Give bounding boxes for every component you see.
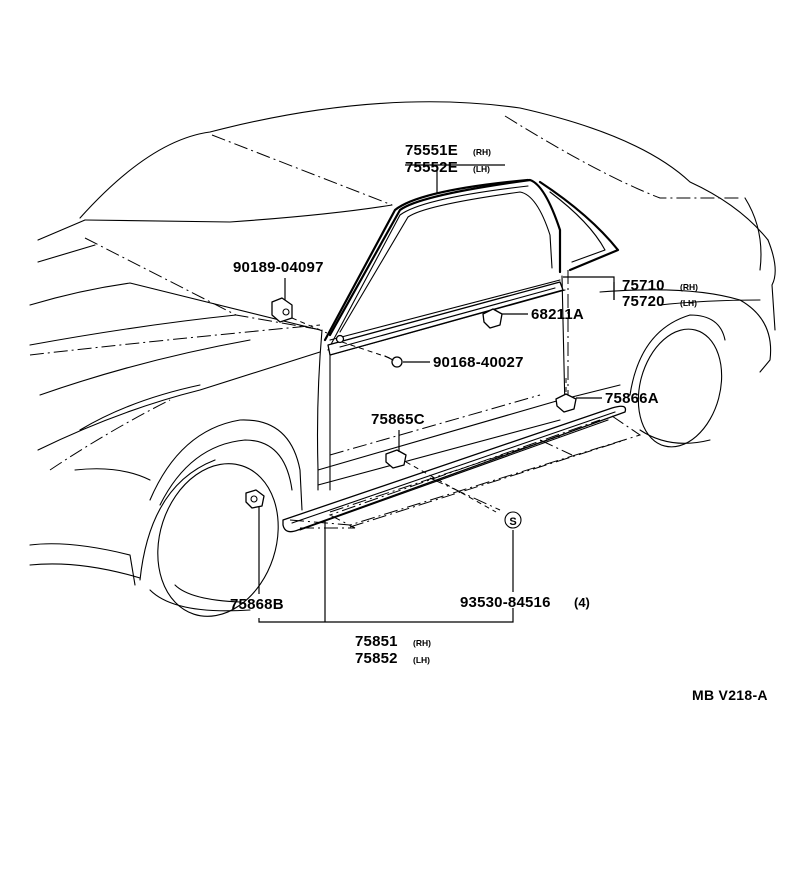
label-68211a: 68211A: [531, 306, 584, 323]
car-outline: [29, 101, 776, 617]
part-labels: 75551E (RH) 75552E (LH) 90189-04097 7571…: [230, 142, 768, 703]
s-marker-label: S: [509, 516, 516, 528]
label-75710: 75710: [622, 277, 665, 294]
label-75852-suffix: (LH): [413, 655, 430, 665]
clip-75868b: [245, 489, 265, 509]
label-75551e: 75551E: [405, 142, 458, 159]
door-molding-upper: [323, 178, 530, 351]
clip-68211a: [482, 308, 503, 329]
diagram-ref-code: MB V218-A: [692, 687, 768, 703]
belt-weatherstrip: [327, 281, 564, 356]
leader-lines: [258, 164, 615, 623]
label-75868b: 75868B: [230, 596, 284, 613]
label-75551e-suffix: (RH): [473, 147, 491, 157]
label-75720: 75720: [622, 293, 665, 310]
label-90189-04097: 90189-04097: [233, 259, 324, 276]
label-75710-suffix: (RH): [680, 282, 698, 292]
label-75552e: 75552E: [405, 159, 458, 176]
label-93530-84516: 93530-84516: [460, 594, 551, 611]
label-75851: 75851: [355, 633, 398, 650]
label-75851-suffix: (RH): [413, 638, 431, 648]
label-75720-suffix: (LH): [680, 298, 697, 308]
label-75866a: 75866A: [605, 390, 659, 407]
label-75552e-suffix: (LH): [473, 164, 490, 174]
label-90168-40027: 90168-40027: [433, 354, 524, 371]
small-screw: [335, 334, 345, 344]
clip-75866a: [555, 393, 577, 413]
clip-75865c: [385, 449, 407, 469]
clip-90189-04097: [271, 297, 293, 323]
label-75852: 75852: [355, 650, 398, 667]
rocker-molding: [282, 405, 642, 533]
label-93530-qty: (4): [574, 595, 590, 610]
s-marker: S: [504, 511, 522, 529]
label-75865c: 75865C: [371, 411, 425, 428]
